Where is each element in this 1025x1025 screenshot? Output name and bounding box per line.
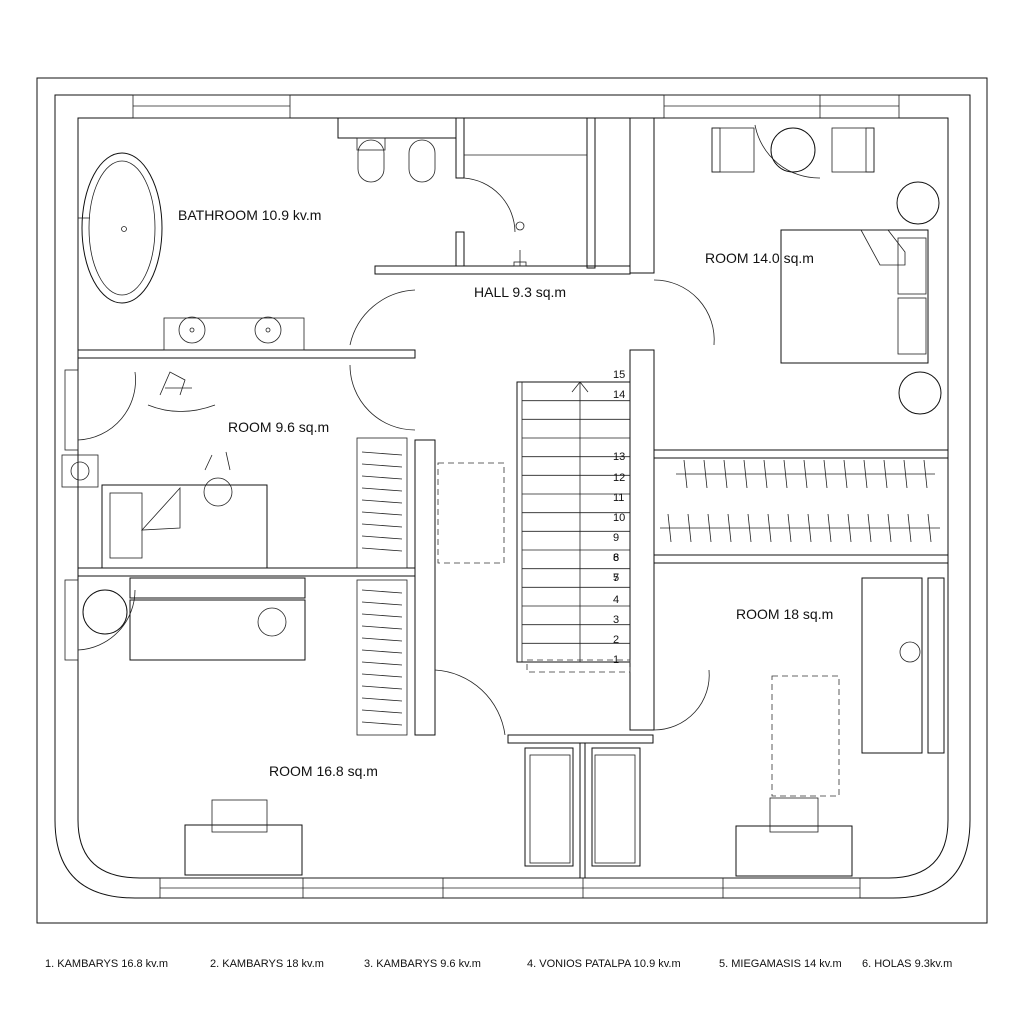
hanger bbox=[843, 459, 848, 489]
stair-number: 2 bbox=[613, 634, 619, 646]
legend-item-2: 2. KAMBARYS 18 kv.m bbox=[210, 958, 324, 970]
stair-number: 12 bbox=[613, 472, 625, 484]
stair-number: 7 bbox=[613, 572, 619, 584]
hanger bbox=[783, 459, 788, 489]
room-label-room-9-6: ROOM 9.6 sq.m bbox=[228, 419, 329, 435]
stair-number: 10 bbox=[613, 512, 625, 524]
hanger bbox=[763, 459, 768, 489]
hanger bbox=[823, 459, 828, 489]
closet-hanger bbox=[361, 649, 403, 654]
stair-number: 8 bbox=[613, 552, 619, 564]
hanger bbox=[723, 459, 728, 489]
stair-number: 15 bbox=[613, 369, 625, 381]
stair-number: 1 bbox=[613, 654, 619, 666]
hanger bbox=[883, 459, 888, 489]
room-16-8-furniture bbox=[82, 577, 408, 876]
legend-item-3: 3. KAMBARYS 9.6 kv.m bbox=[364, 958, 481, 970]
closet-hanger bbox=[361, 601, 403, 606]
legend-item-5: 5. MIEGAMASIS 14 kv.m bbox=[719, 958, 842, 970]
closet-hanger bbox=[361, 451, 403, 456]
hanger bbox=[887, 513, 892, 543]
hanger bbox=[747, 513, 752, 543]
hanger bbox=[867, 513, 872, 543]
outer-frame bbox=[36, 77, 988, 924]
closet-hanger bbox=[361, 535, 403, 540]
closet-hanger bbox=[361, 661, 403, 666]
hanger bbox=[767, 513, 772, 543]
hanger bbox=[827, 513, 832, 543]
closet-hanger bbox=[361, 613, 403, 618]
stair-number: 4 bbox=[613, 594, 619, 606]
stair-number: 6 bbox=[613, 552, 619, 564]
room-label-hall: HALL 9.3 sq.m bbox=[474, 284, 566, 300]
staircase: 15 14 13 12 11 10 9 86 75 4 3 2 1 bbox=[516, 369, 631, 673]
hanger bbox=[667, 513, 672, 543]
hall-furniture bbox=[437, 462, 641, 867]
hanger bbox=[927, 513, 932, 543]
bathroom-fixtures bbox=[78, 137, 527, 351]
stair-number: 9 bbox=[613, 532, 619, 544]
closet-hanger bbox=[361, 547, 403, 552]
legend-item-4: 4. VONIOS PATALPA 10.9 kv.m bbox=[527, 958, 681, 970]
legend-item-1: 1. KAMBARYS 16.8 kv.m bbox=[45, 958, 168, 970]
legend-item-6: 6. HOLAS 9.3kv.m bbox=[862, 958, 952, 970]
closet-hanger bbox=[361, 589, 403, 594]
room-14-furniture bbox=[711, 127, 942, 415]
hanger bbox=[803, 459, 808, 489]
closet-hanger bbox=[361, 463, 403, 468]
stair-number: 14 bbox=[613, 389, 625, 401]
stair-number: 11 bbox=[613, 492, 624, 504]
hanger bbox=[907, 513, 912, 543]
hanger bbox=[903, 459, 908, 489]
wardrobe bbox=[361, 451, 940, 726]
stair-number: 13 bbox=[613, 451, 625, 463]
hanger bbox=[923, 459, 928, 489]
interior-walls bbox=[77, 117, 949, 878]
exterior-walls bbox=[54, 94, 971, 899]
stair-number: 3 bbox=[613, 614, 619, 626]
closet-hanger bbox=[361, 673, 403, 678]
hanger bbox=[863, 459, 868, 489]
hanger bbox=[743, 459, 748, 489]
closet-hanger bbox=[361, 637, 403, 642]
hanger bbox=[707, 513, 712, 543]
closet-hanger bbox=[361, 625, 403, 630]
hanger bbox=[787, 513, 792, 543]
room-label-bathroom: BATHROOM 10.9 kv.m bbox=[178, 207, 321, 223]
closet-hanger bbox=[361, 709, 403, 714]
closet-hanger bbox=[361, 721, 403, 726]
closet-hanger bbox=[361, 685, 403, 690]
closet-hanger bbox=[361, 499, 403, 504]
doors bbox=[77, 124, 821, 736]
room-label-room-14: ROOM 14.0 sq.m bbox=[705, 250, 814, 266]
hanger bbox=[683, 459, 688, 489]
room-label-room-18: ROOM 18 sq.m bbox=[736, 606, 833, 622]
hanger bbox=[847, 513, 852, 543]
stair-number: 5 bbox=[613, 572, 619, 584]
room-18-furniture bbox=[735, 577, 945, 877]
closet-hanger bbox=[361, 487, 403, 492]
legend: 1. KAMBARYS 16.8 kv.m 2. KAMBARYS 18 kv.… bbox=[45, 958, 952, 970]
hanger bbox=[727, 513, 732, 543]
closet-hanger bbox=[361, 475, 403, 480]
hanger bbox=[703, 459, 708, 489]
closet-hanger bbox=[361, 523, 403, 528]
room-9-6-furniture bbox=[61, 371, 408, 569]
hanger bbox=[807, 513, 812, 543]
hanger bbox=[687, 513, 692, 543]
closet-hanger bbox=[361, 511, 403, 516]
room-label-room-16-8: ROOM 16.8 sq.m bbox=[269, 763, 378, 779]
closet-hanger bbox=[361, 697, 403, 702]
